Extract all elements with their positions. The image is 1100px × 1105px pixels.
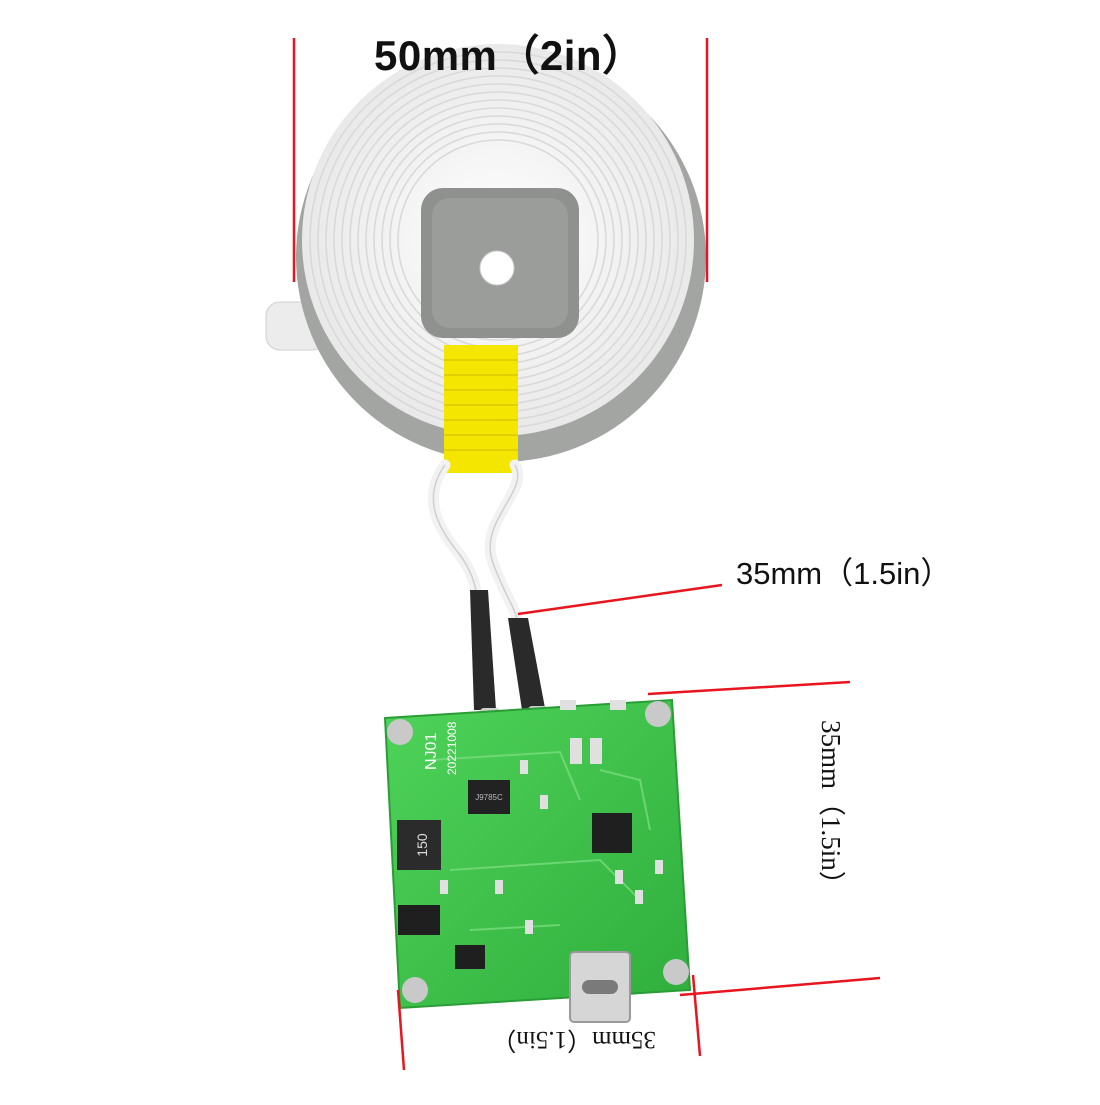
board-height-label: 35mm（1.5in） [816, 720, 846, 898]
dim-lead-length [517, 583, 723, 616]
pcb-board: 150 J9785C NJ01 20221008 [383, 698, 692, 1023]
controller-ic [468, 780, 510, 814]
pcb-traces [429, 750, 651, 931]
mosfet-chip [398, 905, 440, 935]
ic-mark: J9785C [475, 793, 503, 802]
regulator-chip [455, 945, 485, 969]
heat-shrink-right [508, 618, 545, 710]
mounting-hole-tr [645, 701, 671, 727]
dimension-lines [292, 38, 881, 1071]
mounting-hole-tl [387, 719, 413, 745]
board-width-label: 35mm（1.5in） [491, 1026, 656, 1053]
coil-lead-wires [427, 459, 548, 732]
yellow-tape [444, 345, 518, 473]
mcu-chip [592, 813, 632, 853]
dim-board-bottom [679, 976, 881, 997]
dim-board-left [396, 989, 406, 1071]
lead-length-label: 35mm（1.5in） [736, 556, 952, 591]
board-name: NJ01 [423, 733, 440, 770]
dim-board-right [691, 974, 702, 1057]
tape-lines [444, 359, 518, 451]
heat-shrink-left [470, 590, 496, 710]
inductor-code: 150 [414, 833, 430, 857]
pcb-substrate [383, 698, 692, 1010]
board-date: 20221008 [445, 721, 459, 775]
usb-c-opening [582, 980, 618, 994]
smd-components [440, 700, 663, 934]
coil-diameter-label: 50mm（2in） [374, 32, 645, 79]
mounting-hole-br [663, 959, 689, 985]
mounting-hole-bl [402, 977, 428, 1003]
wireless-charging-coil [265, 44, 706, 473]
dim-board-top [647, 680, 851, 696]
inductor [397, 820, 441, 870]
center-hole [479, 250, 515, 286]
